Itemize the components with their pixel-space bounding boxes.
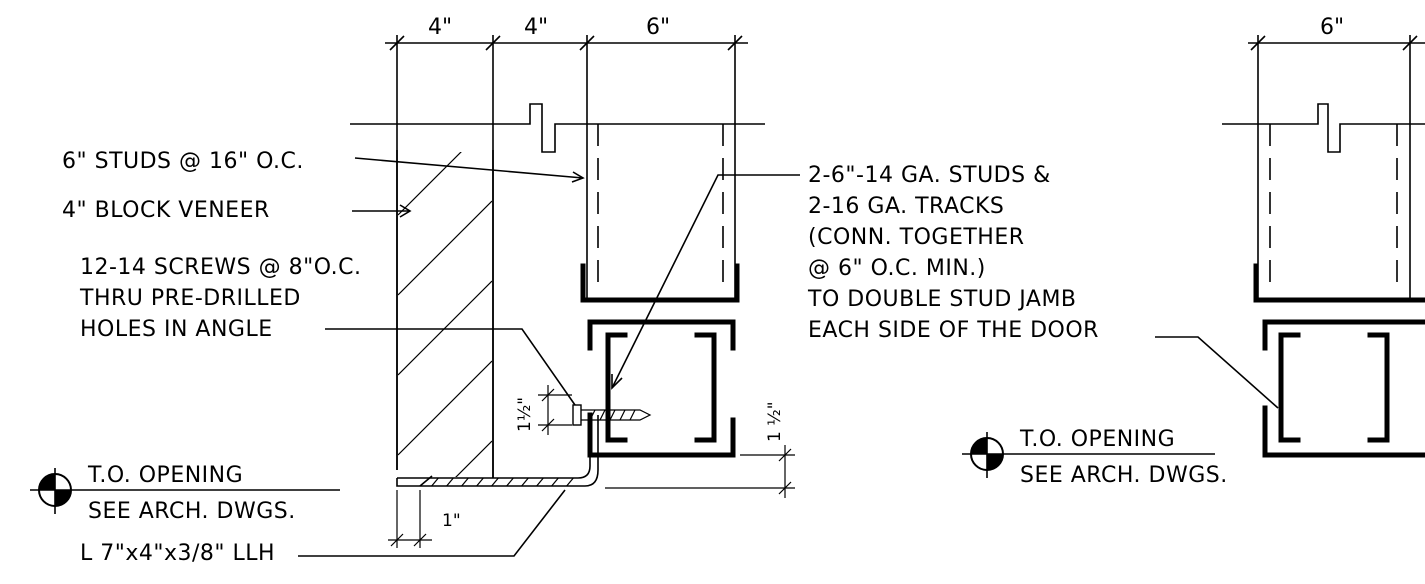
double-stud-jamb-right: [1262, 319, 1425, 458]
steel-angle: [396, 415, 599, 487]
top-dimension-string-left: 4" 4" 6": [385, 15, 748, 478]
stud-section-left: [580, 124, 740, 303]
svg-text:L 7"x4"x3/8" LLH: L 7"x4"x3/8" LLH: [80, 541, 275, 566]
dim-1-half-right: 1 ½": [605, 401, 795, 498]
note-screws: 12-14 SCREWS @ 8"O.C. THRU PRE-DRILLED H…: [79, 255, 576, 406]
double-stud-jamb-left: [587, 319, 736, 458]
marker-right-title: T.O. OPENING: [1019, 427, 1175, 452]
svg-text:12-14 SCREWS @ 8"O.C.: 12-14 SCREWS @ 8"O.C.: [80, 255, 362, 280]
svg-text:HOLES IN ANGLE: HOLES IN ANGLE: [80, 317, 273, 342]
marker-left-subtitle: SEE ARCH. DWGS.: [88, 499, 296, 524]
svg-text:THRU PRE-DRILLED: THRU PRE-DRILLED: [79, 286, 301, 311]
svg-text:2-6"-14 GA. STUDS &: 2-6"-14 GA. STUDS &: [808, 163, 1051, 188]
svg-text:EACH SIDE OF THE DOOR: EACH SIDE OF THE DOOR: [808, 318, 1099, 343]
svg-text:(CONN. TOGETHER: (CONN. TOGETHER: [808, 225, 1025, 250]
block-veneer: [396, 150, 494, 478]
dim-1-half-label: 1½": [515, 397, 535, 432]
dim-4-inch-label: 4": [428, 15, 452, 40]
stud-section-right: [1253, 124, 1425, 303]
elevation-marker-right: T.O. OPENING SEE ARCH. DWGS.: [962, 336, 1279, 488]
note-studs: 6" STUDS @ 16" O.C.: [62, 149, 585, 183]
marker-right-subtitle: SEE ARCH. DWGS.: [1020, 463, 1228, 488]
dim-6-inch-label: 6": [646, 15, 670, 40]
svg-text:6" STUDS @ 16" O.C.: 6" STUDS @ 16" O.C.: [62, 149, 304, 174]
elevation-marker-left: T.O. OPENING SEE ARCH. DWGS.: [30, 463, 340, 524]
deck-line-left: [350, 103, 765, 153]
svg-text:4" BLOCK VENEER: 4" BLOCK VENEER: [62, 198, 270, 223]
marker-left-title: T.O. OPENING: [87, 463, 243, 488]
note-veneer: 4" BLOCK VENEER: [62, 198, 412, 223]
top-dimension-string-right: 6": [1248, 15, 1425, 300]
dim-1-inch-label: 1": [442, 511, 461, 531]
dim-6-inch-label-right: 6": [1320, 15, 1344, 40]
dim-4-inch-label-2: 4": [524, 15, 548, 40]
dim-1-half-label-2: 1 ½": [765, 401, 785, 442]
svg-text:@ 6" O.C. MIN.): @ 6" O.C. MIN.): [808, 256, 986, 281]
svg-text:2-16 GA. TRACKS: 2-16 GA. TRACKS: [808, 194, 1004, 219]
dim-1-inch: 1": [388, 490, 461, 548]
deck-line-right: [1222, 103, 1425, 153]
svg-text:TO DOUBLE STUD JAMB: TO DOUBLE STUD JAMB: [807, 287, 1077, 312]
dim-1-half-screw: 1½": [515, 385, 572, 435]
note-jamb: 2-6"-14 GA. STUDS & 2-16 GA. TRACKS (CON…: [611, 163, 1099, 390]
note-angle: L 7"x4"x3/8" LLH: [80, 489, 566, 566]
screw-fastener: [572, 404, 652, 426]
